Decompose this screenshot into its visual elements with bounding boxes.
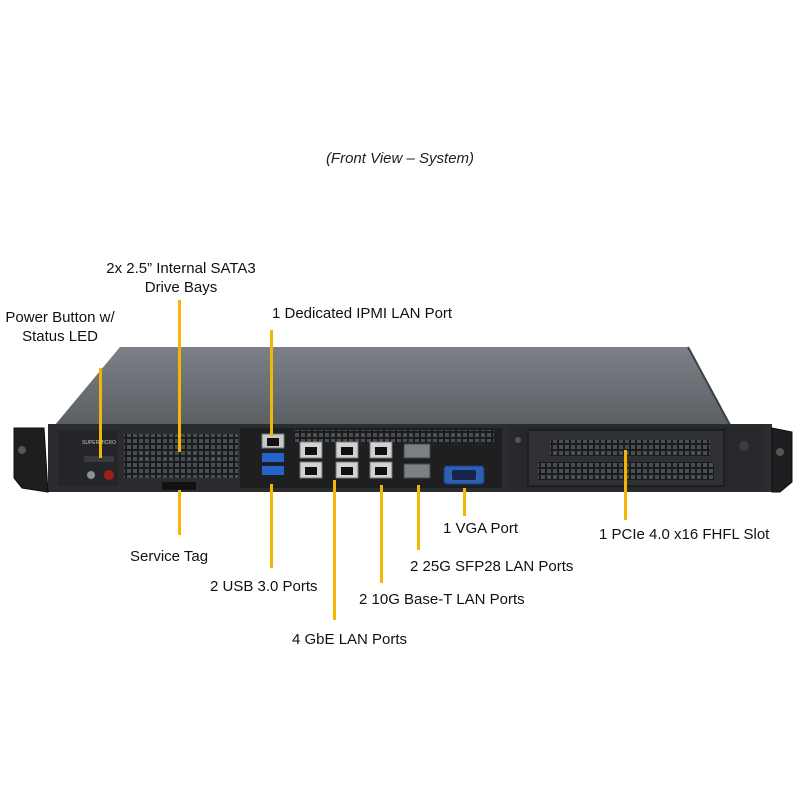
sfp28-port-1	[403, 443, 431, 459]
leader-sfp28	[417, 485, 420, 550]
leader-vga	[463, 488, 466, 516]
drive-bay-vent	[124, 434, 238, 478]
power-button	[87, 471, 95, 479]
label-gbe: 4 GbE LAN Ports	[292, 631, 408, 648]
figure-title: (Front View – System)	[325, 150, 475, 167]
io-vent-top	[294, 430, 494, 442]
usb-port-2	[262, 466, 284, 475]
label-sfp28: 2 25G SFP28 LAN Ports	[410, 558, 574, 575]
label-drive-bays: 2x 2.5” Internal SATA3 Drive Bays	[106, 260, 256, 296]
label-service-tag: Service Tag	[130, 548, 209, 565]
leader-drive-bays	[178, 300, 181, 452]
label-pcie: 1 PCIe 4.0 x16 FHFL Slot	[599, 526, 770, 543]
leader-service-tag	[178, 490, 181, 535]
usb-port-1	[262, 453, 284, 462]
leader-usb	[270, 484, 273, 568]
label-power-button: Power Button w/ Status LED	[5, 309, 115, 345]
label-vga: 1 VGA Port	[443, 520, 519, 537]
leader-gbe	[333, 480, 336, 620]
chassis-top-panel	[55, 347, 730, 425]
pcie-slot-vent-top	[550, 440, 710, 456]
label-usb: 2 USB 3.0 Ports	[210, 578, 318, 595]
leader-ipmi	[270, 330, 273, 436]
leader-base-t	[380, 485, 383, 583]
rack-ear-left	[13, 427, 49, 493]
label-base-t: 2 10G Base-T LAN Ports	[359, 591, 525, 608]
leader-power-button	[99, 368, 102, 458]
reset-button	[104, 470, 114, 480]
label-ipmi: 1 Dedicated IPMI LAN Port	[272, 305, 453, 322]
rack-ear-right	[771, 427, 793, 493]
leader-pcie	[624, 450, 627, 520]
sfp28-port-2	[403, 463, 431, 479]
